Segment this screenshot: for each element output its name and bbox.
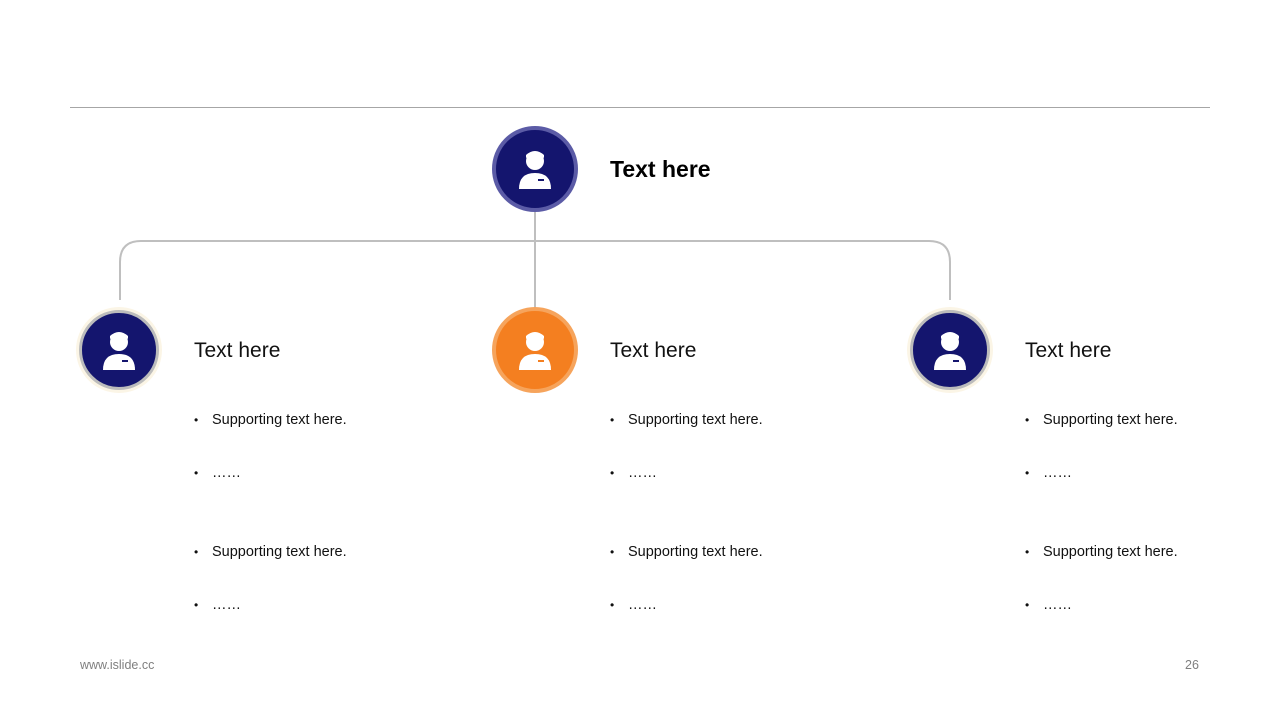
child-node-middle[interactable]: [492, 307, 578, 393]
bullet-list-right: Supporting text here. …… Supporting text…: [1025, 410, 1178, 648]
top-divider: [70, 107, 1210, 108]
bullet-item: ……: [610, 463, 763, 516]
person-icon: [934, 332, 966, 370]
child-node-right[interactable]: [910, 310, 990, 390]
bullet-item: ……: [1025, 595, 1178, 648]
bullet-list-left: Supporting text here. …… Supporting text…: [194, 410, 347, 648]
column-title-right: Text here: [1025, 339, 1112, 362]
person-icon: [519, 151, 551, 189]
bullet-list-middle: Supporting text here. …… Supporting text…: [610, 410, 763, 648]
root-node[interactable]: [492, 126, 578, 212]
person-icon: [519, 332, 551, 370]
bullet-item: Supporting text here.: [1025, 410, 1178, 463]
bullet-item: ……: [1025, 463, 1178, 516]
bullet-item: Supporting text here.: [610, 410, 763, 463]
branch-line: [119, 240, 951, 300]
bullet-item: ……: [194, 595, 347, 648]
bullet-item: Supporting text here.: [194, 542, 347, 595]
column-title-left: Text here: [194, 339, 281, 362]
bullet-item: Supporting text here.: [194, 410, 347, 463]
bullet-item: Supporting text here.: [1025, 542, 1178, 595]
page-number: 26: [1185, 658, 1199, 672]
footer-url[interactable]: www.islide.cc: [80, 658, 155, 672]
child-node-left[interactable]: [79, 310, 159, 390]
column-title-middle: Text here: [610, 339, 697, 362]
bullet-item: ……: [194, 463, 347, 516]
person-icon: [103, 332, 135, 370]
root-title: Text here: [610, 156, 711, 182]
bullet-item: ……: [610, 595, 763, 648]
bullet-item: Supporting text here.: [610, 542, 763, 595]
